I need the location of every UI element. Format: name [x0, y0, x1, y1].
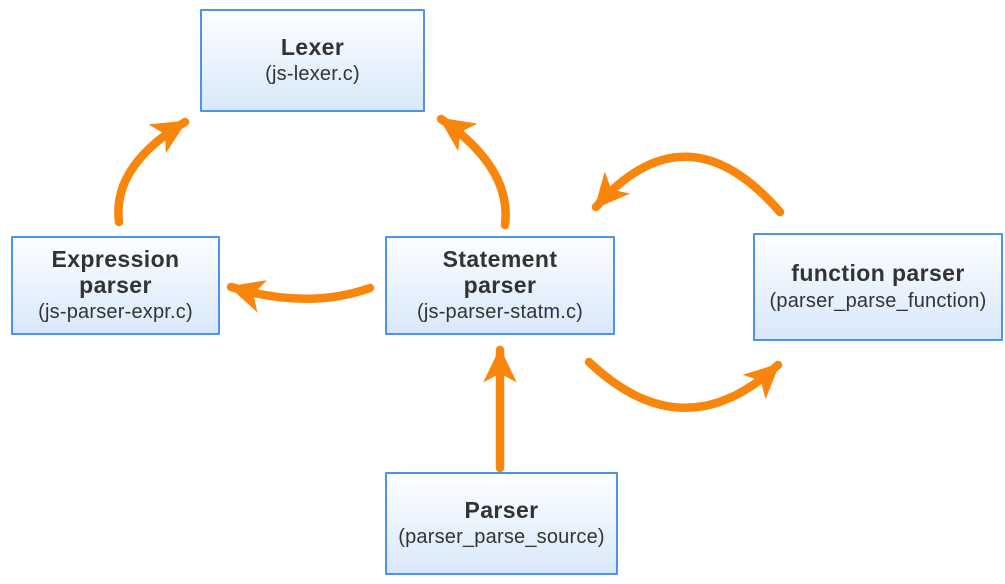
node-lexer: Lexer (js-lexer.c) — [200, 9, 425, 112]
arrow-statement-parser-to-lexer — [436, 114, 510, 230]
node-lexer-title: Lexer — [280, 33, 345, 60]
node-function-parser: function parser (parser_parse_function) — [753, 233, 1003, 341]
node-statement-parser: Statement parser (js-parser-statm.c) — [385, 236, 615, 335]
node-statement-parser-subtitle: (js-parser-statm.c) — [416, 301, 584, 324]
node-lexer-subtitle: (js-lexer.c) — [265, 63, 360, 86]
arrow-function-parser-to-statement-parser — [591, 152, 785, 217]
node-statement-parser-title: Statement parser — [442, 245, 558, 298]
node-function-parser-subtitle: (parser_parse_function) — [769, 289, 987, 312]
node-parser-subtitle: (parser_parse_source) — [398, 526, 605, 549]
node-expression-parser-subtitle: (js-parser-expr.c) — [38, 301, 193, 324]
arrow-expression-parser-to-lexer — [114, 117, 190, 227]
node-parser-title: Parser — [464, 496, 539, 523]
node-expression-parser: Expression parser (js-parser-expr.c) — [11, 236, 220, 335]
node-expression-parser-title: Expression parser — [51, 245, 180, 298]
arrow-statement-parser-to-function-parser — [584, 357, 783, 412]
node-function-parser-title: function parser — [791, 260, 965, 287]
arrow-statement-parser-to-expression-parser — [226, 280, 375, 313]
node-parser: Parser (parser_parse_source) — [385, 472, 618, 575]
